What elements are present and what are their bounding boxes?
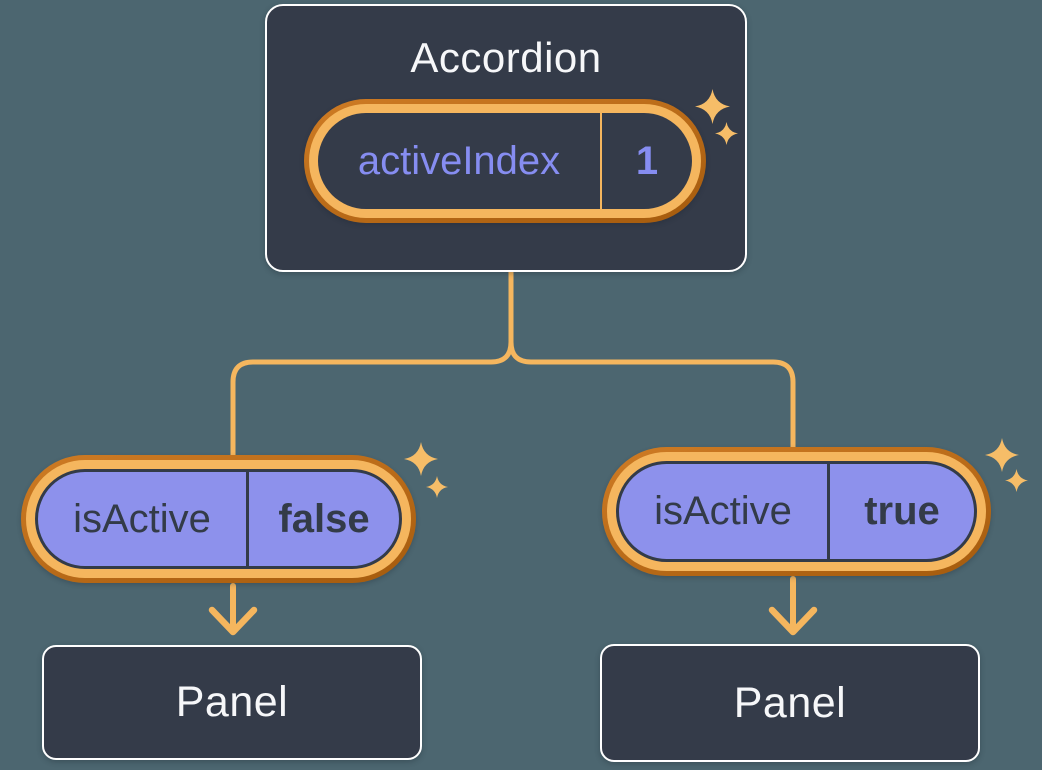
panel-right-title: Panel <box>733 678 847 727</box>
prop-right-value-cell: true <box>830 464 974 559</box>
prop-pill-isactive-true: isActive true <box>602 447 991 576</box>
sparkle-icon <box>426 476 448 498</box>
prop-pill-left-ring: isActive false <box>26 460 411 578</box>
prop-right-value-label: true <box>864 489 940 533</box>
prop-left-name-label: isActive <box>73 496 211 541</box>
sparkle-icon <box>404 442 438 476</box>
state-pill: activeIndex 1 <box>304 99 706 223</box>
state-value-label: 1 <box>635 138 659 183</box>
arrow-left-head-icon <box>208 606 258 636</box>
arrow-right-head-icon <box>768 606 818 636</box>
prop-pill-right-ring: isActive true <box>607 452 986 571</box>
sparkle-icon <box>985 438 1019 472</box>
state-pill-body: activeIndex 1 <box>318 113 692 209</box>
prop-pill-left-body: isActive false <box>35 469 402 569</box>
sparkle-icon <box>715 122 738 145</box>
panel-component-card-left: Panel <box>42 645 422 760</box>
panel-component-card-right: Panel <box>600 644 980 762</box>
state-pill-divider <box>600 113 602 209</box>
prop-left-value-label: false <box>278 496 370 541</box>
prop-right-name-label: isActive <box>654 489 792 533</box>
sparkle-icon <box>1005 469 1028 492</box>
prop-right-name-cell: isActive <box>619 464 827 559</box>
prop-pill-isactive-false: isActive false <box>21 455 416 583</box>
prop-left-name-cell: isActive <box>38 472 246 566</box>
arrow-left <box>208 583 258 636</box>
branch-line-left <box>230 269 514 461</box>
prop-pill-left-divider <box>246 472 249 566</box>
accordion-title: Accordion <box>410 34 602 81</box>
state-value-cell: 1 <box>602 113 692 209</box>
branch-line-right <box>508 269 796 453</box>
prop-left-value-cell: false <box>249 472 399 566</box>
prop-pill-right-body: isActive true <box>616 461 977 562</box>
prop-pill-right-divider <box>827 464 830 559</box>
state-pill-ring: activeIndex 1 <box>309 104 701 218</box>
state-name-cell: activeIndex <box>318 113 600 209</box>
sparkle-icon <box>695 89 730 124</box>
state-name-label: activeIndex <box>357 138 561 183</box>
panel-left-title: Panel <box>175 678 289 726</box>
arrow-right <box>768 576 818 636</box>
